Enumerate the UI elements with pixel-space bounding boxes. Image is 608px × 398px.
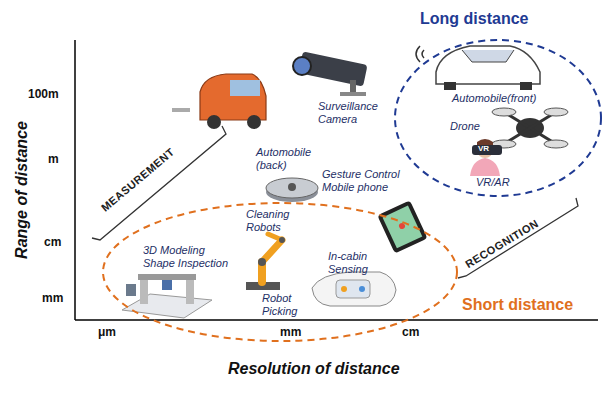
axis-tick: 100m (28, 88, 59, 101)
phone-icon (377, 200, 427, 253)
region-title: Short distance (462, 296, 573, 314)
application-label: Surveillance Camera (318, 100, 384, 126)
application-label: Gesture Control Mobile phone (322, 168, 414, 194)
drone-icon (492, 108, 568, 148)
axis-title: Range of distance (13, 121, 31, 259)
axis-tick: mm (42, 292, 63, 305)
bracket-label: MEASUREMENT (99, 146, 178, 215)
bracket (92, 126, 226, 240)
axis-tick: m (48, 153, 59, 166)
vr-person-icon (470, 139, 502, 176)
application-label: Drone (450, 120, 490, 133)
application-label: VR/AR (476, 176, 526, 189)
camera-icon (293, 51, 368, 96)
axis-tick: mm (280, 326, 301, 339)
car-back-icon (172, 74, 266, 129)
axis-tick: μm (98, 326, 116, 339)
bracket-label: RECOGNITION (463, 217, 541, 271)
bracket (458, 198, 578, 278)
application-label: Cleaning Robots (246, 208, 306, 234)
application-label: Automobile (back) (256, 146, 324, 172)
application-label: Automobile(front) (452, 92, 562, 105)
in-cabin-car-icon (312, 272, 396, 306)
region-title: Long distance (420, 10, 528, 28)
car-front-icon (416, 46, 540, 90)
y-axis (74, 40, 76, 320)
headset-mark: VR (478, 144, 489, 153)
application-label: In-cabin Sensing (328, 250, 388, 276)
application-label: 3D Modeling Shape Inspection (143, 244, 238, 270)
x-axis (75, 319, 598, 321)
application-label: Robot Picking (262, 292, 314, 318)
axis-tick: cm (402, 326, 419, 339)
robot-arm-icon (246, 234, 285, 290)
robot-vacuum-icon (266, 178, 318, 202)
axis-title: Resolution of distance (228, 360, 400, 378)
axis-tick: cm (44, 236, 61, 249)
